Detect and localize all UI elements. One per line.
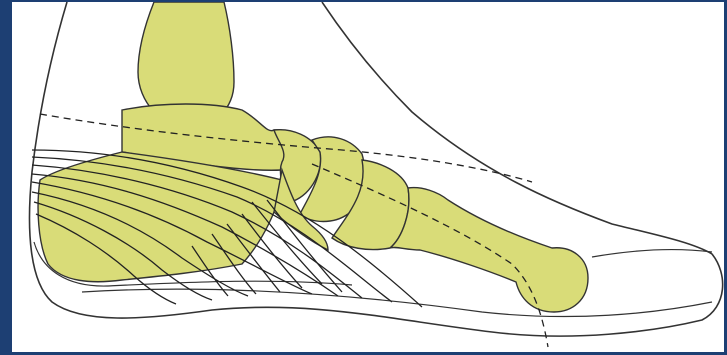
toe-line [592, 250, 712, 257]
sole-line [82, 289, 712, 316]
foot-anatomy-illustration [12, 2, 724, 352]
